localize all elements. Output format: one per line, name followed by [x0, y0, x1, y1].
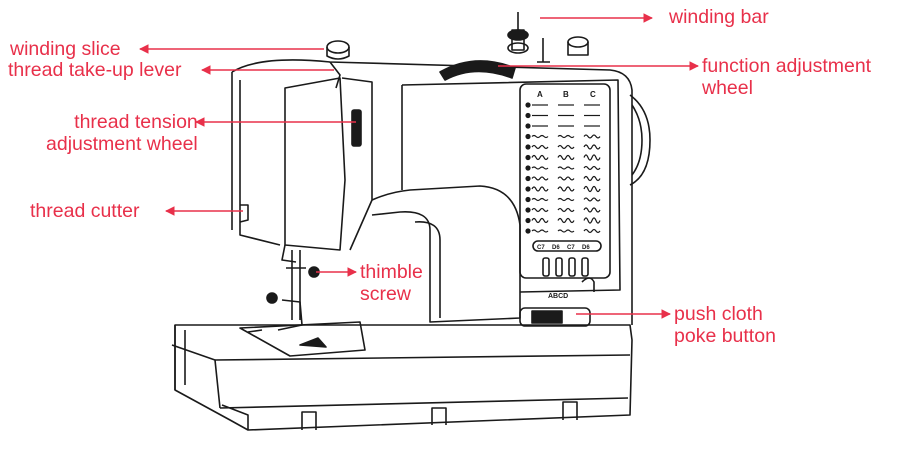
stitch-number-dot	[525, 186, 531, 192]
stitch-pattern-slots	[542, 257, 589, 277]
callout-arrows	[139, 13, 699, 319]
label-winding-slice: winding slice	[10, 38, 121, 60]
thread-cutter-part	[239, 204, 249, 223]
stitch-pattern-icon	[531, 207, 549, 213]
stitch-pattern-icon	[583, 228, 601, 234]
label-line: push cloth	[674, 303, 763, 325]
machine-base	[174, 324, 633, 431]
stitch-pattern-icon	[583, 207, 601, 213]
stitch-code-2: D6	[552, 245, 560, 251]
stitch-number-dot	[525, 154, 531, 161]
stitch-pattern-icon	[557, 134, 575, 139]
stitch-pattern-icon	[583, 197, 601, 202]
stitch-code-4: D6	[582, 245, 590, 251]
label-line: winding slice	[10, 38, 121, 60]
stitch-pattern-icon	[531, 197, 549, 202]
stitch-number-dot	[525, 144, 531, 150]
stitch-pattern-icon	[531, 144, 549, 150]
stitch-panel	[519, 83, 611, 279]
stitch-pattern-icon	[531, 217, 549, 224]
label-thread-take-up-lever: thread take-up lever	[8, 59, 181, 81]
stitch-number-dot	[525, 196, 531, 203]
label-winding-bar: winding bar	[669, 6, 769, 28]
function-wheel	[439, 60, 516, 81]
stitch-pattern-icon	[531, 134, 549, 139]
stitch-pattern-icon	[557, 176, 575, 181]
stitch-number-dot	[525, 112, 531, 119]
winding-slice-disc	[326, 40, 350, 54]
label-function-adjustment-wheel: function adjustment wheel	[702, 55, 871, 99]
stitch-code-3: C7	[567, 245, 575, 251]
label-thread-cutter: thread cutter	[30, 200, 139, 222]
presser-foot-label: ABCD	[548, 293, 568, 300]
stitch-pattern-icon	[583, 134, 601, 139]
stitch-panel-text: A B C C7 D6 C7 D6 ABCD	[537, 90, 596, 300]
machine-drawing	[171, 12, 651, 431]
stitch-number-dot	[525, 217, 531, 224]
label-line: adjustment wheel	[46, 133, 198, 155]
push-cloth-button	[519, 307, 591, 327]
stitch-code-1: C7	[537, 245, 545, 251]
label-line: thread cutter	[30, 200, 140, 222]
stitch-number-dot	[525, 165, 531, 171]
stitch-pattern-icon	[557, 166, 575, 170]
stitch-number-dot	[525, 133, 531, 140]
stitch-pattern-icon	[583, 185, 601, 193]
stitch-pattern-icon	[531, 166, 549, 170]
stitch-pattern-icon	[531, 229, 549, 233]
stitch-number-dot	[525, 228, 531, 234]
needle-plate	[239, 321, 366, 357]
stitch-pattern-icon	[583, 154, 601, 161]
stitch-code-row	[532, 240, 602, 252]
label-thimble-screw: thimble screw	[360, 261, 423, 305]
machine-head	[231, 59, 633, 325]
stitch-pattern-icon	[531, 154, 549, 161]
stitch-number-dot	[525, 207, 531, 213]
label-thread-tension-adjustment-wheel: thread tension adjustment wheel	[46, 111, 198, 155]
stitch-pattern-icon	[557, 217, 575, 224]
stitch-pattern-icon	[583, 165, 601, 171]
label-line: thimble	[360, 261, 423, 283]
label-line: thread tension	[74, 111, 198, 133]
label-line: poke button	[674, 325, 776, 347]
stitch-pattern-icon	[531, 186, 549, 192]
stitch-column-a: A	[537, 90, 543, 99]
stitch-pattern-icon	[557, 144, 575, 150]
stitch-pattern-icon	[583, 175, 601, 182]
stitch-pattern-icon	[557, 197, 575, 202]
hand-wheel	[629, 94, 651, 186]
stitch-pattern-icon	[557, 229, 575, 233]
label-push-cloth-poke-button: push cloth poke button	[674, 303, 776, 347]
stitch-column-b: B	[563, 90, 569, 99]
stitch-column-c: C	[590, 90, 596, 99]
label-line: wheel	[702, 77, 753, 99]
stitch-number-dot	[525, 123, 531, 129]
label-line: thread take-up lever	[8, 59, 182, 81]
stitch-pattern-icon	[557, 154, 575, 161]
stitch-number-dot	[525, 175, 531, 182]
stitch-pattern-icon	[531, 176, 549, 181]
stitch-number-dot	[525, 102, 531, 108]
label-line: screw	[360, 283, 411, 305]
label-line: winding bar	[669, 6, 769, 28]
stitch-pattern-icon	[583, 144, 601, 150]
stitch-pattern-icon	[557, 186, 575, 192]
stitch-rows	[525, 102, 601, 234]
stitch-pattern-icon	[583, 217, 601, 224]
label-line: function adjustment	[702, 55, 872, 77]
needle-bar	[291, 250, 301, 320]
stitch-pattern-icon	[557, 207, 575, 213]
